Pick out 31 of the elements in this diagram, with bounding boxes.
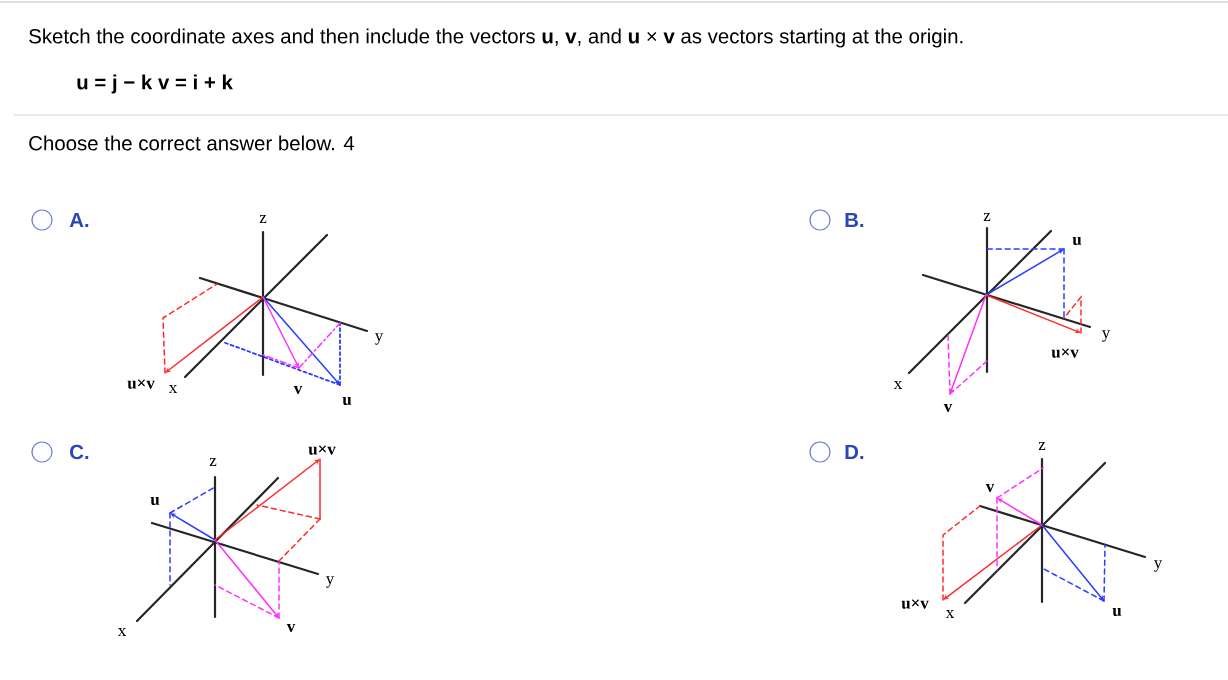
vector-label: u×v (308, 445, 336, 455)
vector-label: u×v (127, 379, 155, 389)
axis-label: z (209, 458, 217, 466)
option-letter: B. (845, 213, 864, 227)
vector-label: u×v (1051, 348, 1079, 358)
option-letter: A. (69, 213, 89, 227)
question-text: Sketch the coordinate axes and then include the vectors u, v, and u × v as vectors starting at the origin. (29, 28, 963, 48)
axis-label: y (1153, 560, 1163, 572)
vector-label: u (1072, 237, 1082, 245)
vector-label: v (985, 484, 995, 492)
vector-label: u (342, 397, 352, 405)
option-letter: C. (70, 444, 89, 460)
axis-label: x (893, 381, 903, 389)
vector-label: v (286, 624, 296, 632)
vector-label: u (1112, 608, 1122, 616)
axis-label: z (259, 215, 267, 223)
axis-label: x (117, 628, 127, 636)
axis-label: y (1101, 330, 1111, 342)
vector-label: u (150, 497, 160, 505)
axis-label: y (375, 333, 384, 345)
axis-label: x (168, 385, 178, 393)
axis-label: y (326, 576, 335, 588)
vector-label: u×v (901, 599, 929, 609)
vector-label: v (293, 386, 303, 394)
option-letter: D. (845, 444, 864, 459)
axis-label: z (1038, 442, 1046, 450)
axis-label: z (983, 213, 991, 221)
question-text: Choose the correct answer below. 4 (29, 135, 355, 151)
vector-label: v (943, 404, 953, 412)
axis-label: x (945, 610, 955, 618)
question-text: u = j − k v = i + k (77, 74, 233, 94)
